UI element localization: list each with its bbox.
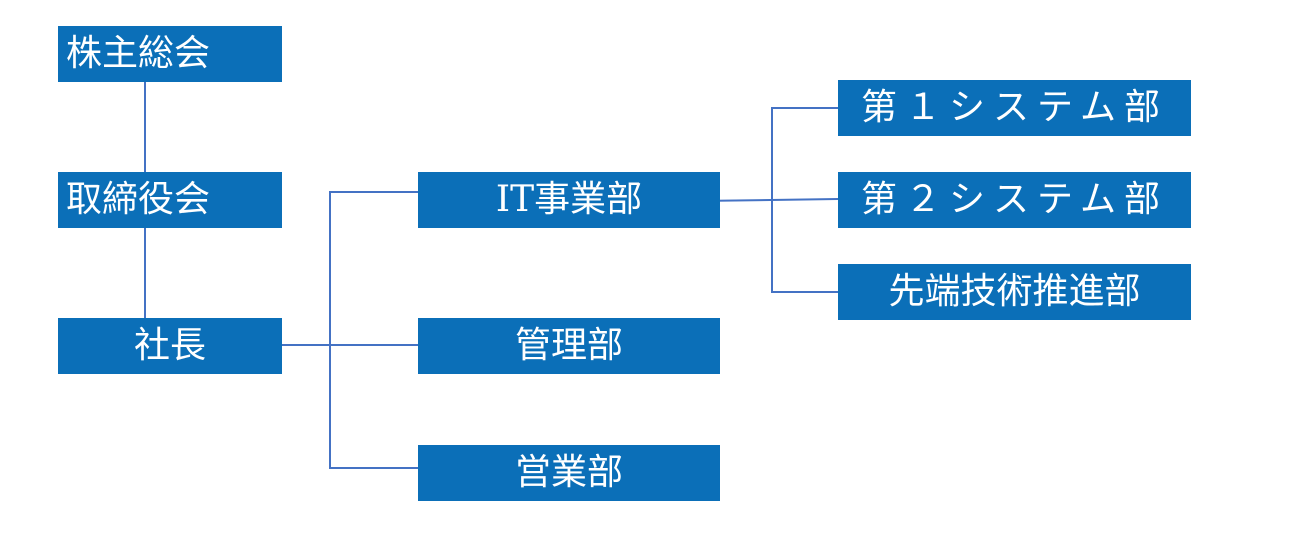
node-sales-division: 営業部 <box>418 445 720 501</box>
connector-trunk-it-sales <box>329 191 428 469</box>
connector-it-trunk <box>697 198 839 202</box>
node-president: 社長 <box>58 318 282 374</box>
connector-system1-advanced <box>771 107 838 293</box>
node-shareholders-meeting: 株主総会 <box>58 26 282 82</box>
node-first-system-division: 第１システム部 <box>838 80 1191 136</box>
node-administration-division: 管理部 <box>418 318 720 374</box>
node-advanced-technology-division: 先端技術推進部 <box>838 264 1191 320</box>
node-board-of-directors: 取締役会 <box>58 172 282 228</box>
node-second-system-division: 第２システム部 <box>838 172 1191 228</box>
node-it-division: IT事業部 <box>418 172 720 228</box>
